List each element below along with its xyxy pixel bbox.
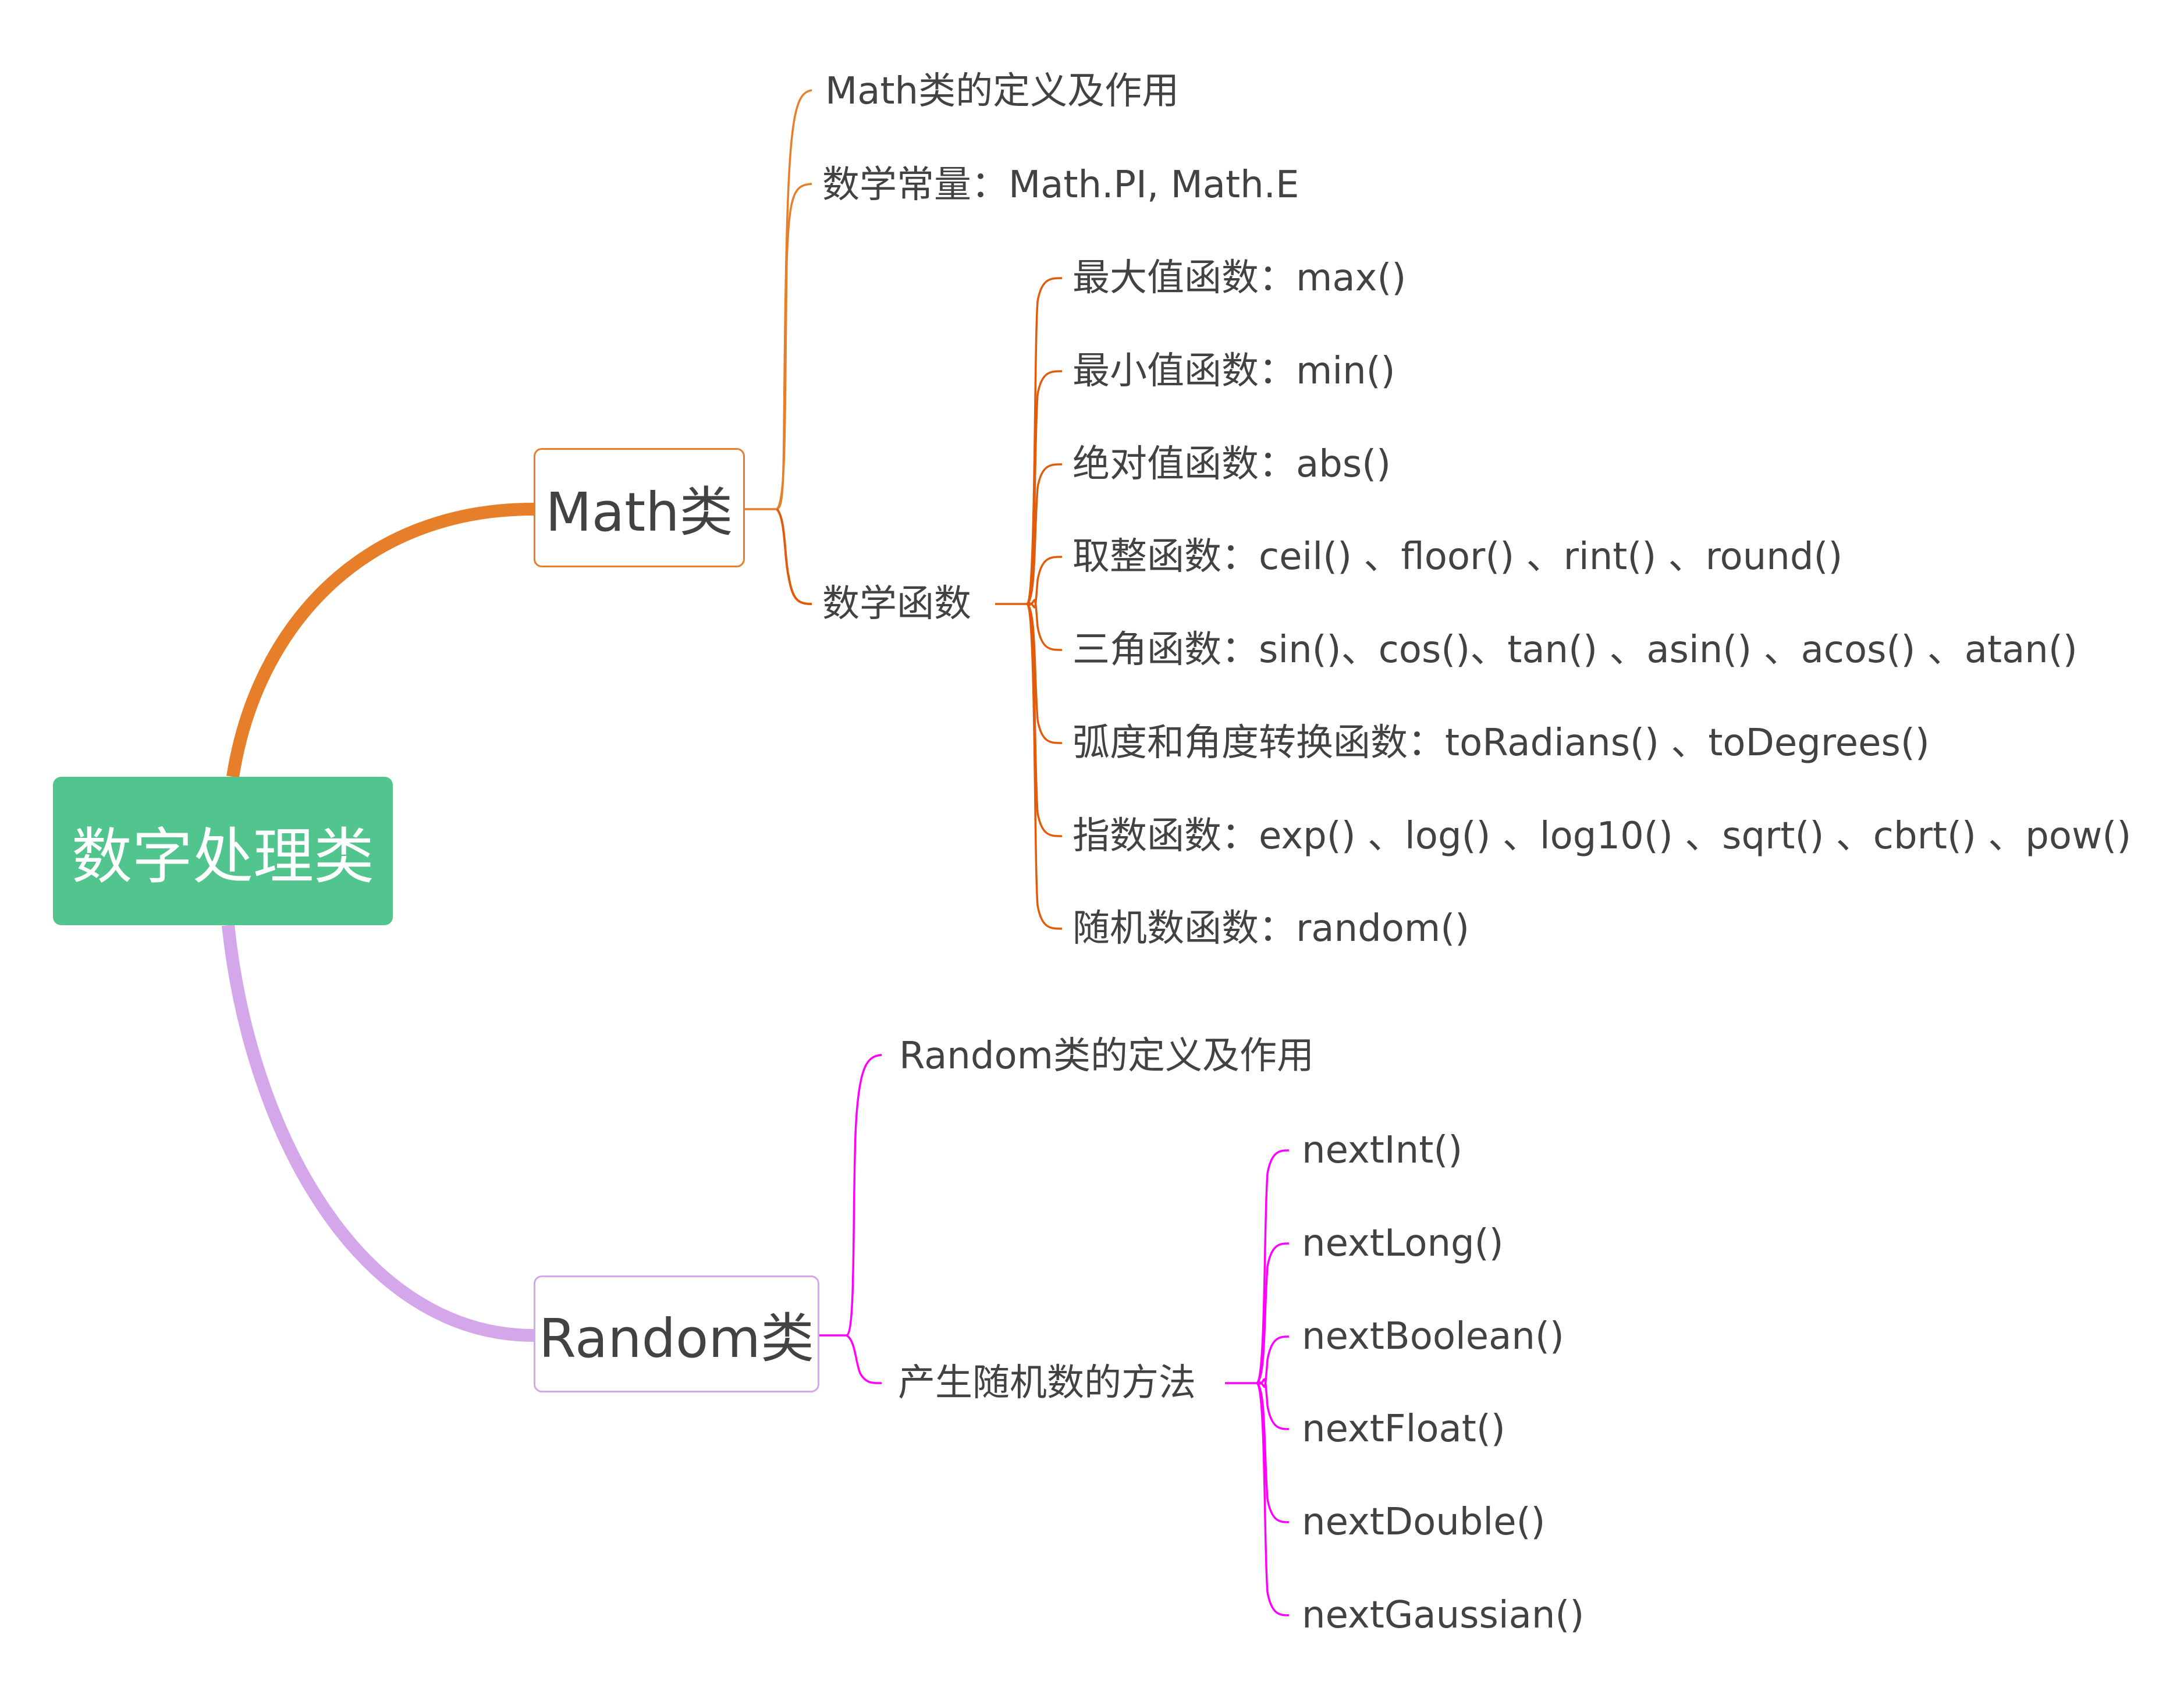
leaf-next-boolean[interactable]: nextBoolean() (1302, 1313, 1564, 1360)
leaf-label: 最大值函数：max() (1073, 257, 1407, 300)
random-methods-leaf-lines (1225, 1149, 1290, 1616)
main-topic-label: Random类 (539, 1307, 814, 1370)
leaf-label: 取整函数：ceil() 、floor() 、rint() 、round() (1073, 535, 1843, 578)
leaf-next-gaussian[interactable]: nextGaussian() (1302, 1592, 1584, 1639)
leaf-next-long[interactable]: nextLong() (1302, 1220, 1504, 1267)
subtopic-label: 产生随机数的方法 (898, 1362, 1196, 1405)
leaf-label: nextInt() (1302, 1129, 1463, 1172)
math-functions-connector (776, 508, 812, 605)
random-fn-line (1256, 1382, 1290, 1523)
subtopic-label: 数学常量：Math.PI, Math.E (822, 164, 1299, 207)
subtopic-label: Random类的定义及作用 (899, 1035, 1314, 1078)
leaf-max-function[interactable]: 最大值函数：max() (1073, 255, 1406, 301)
subtopic-label: Math类的定义及作用 (825, 70, 1180, 113)
main-topic-math-class[interactable]: Math类 (534, 448, 745, 567)
random-fn-line (1256, 1378, 1290, 1430)
math-fn-line (1026, 463, 1063, 605)
leaf-trig-functions[interactable]: 三角函数：sin()、cos()、tan() 、asin() 、acos() 、… (1073, 627, 2078, 673)
leaf-label: nextBoolean() (1302, 1315, 1564, 1358)
leaf-label: 最小值函数：min() (1073, 350, 1395, 393)
connector-root-math (226, 503, 534, 778)
leaf-random-function[interactable]: 随机数函数：random() (1073, 905, 1469, 952)
random-fn-line (1256, 1149, 1290, 1384)
leaf-label: nextGaussian() (1302, 1594, 1585, 1637)
leaf-label: 指数函数：exp() 、log() 、log10() 、sqrt() 、cbrt… (1073, 815, 2132, 858)
leaf-angle-conversion-functions[interactable]: 弧度和角度转换函数：toRadians() 、toDegrees() (1073, 720, 1930, 766)
root-topic[interactable]: 数字处理类 (53, 777, 393, 925)
math-functions-leaf-lines (995, 277, 1063, 930)
leaf-next-int[interactable]: nextInt() (1302, 1127, 1462, 1174)
leaf-label: nextFloat() (1302, 1408, 1505, 1451)
subtopic-random-definition[interactable]: Random类的定义及作用 (899, 1033, 1314, 1079)
leaf-label: nextDouble() (1302, 1501, 1546, 1544)
main-topic-random-class[interactable]: Random类 (534, 1275, 819, 1392)
math-fn-line (1027, 599, 1063, 651)
math-subtree-lines (745, 89, 812, 510)
leaf-min-function[interactable]: 最小值函数：min() (1073, 348, 1395, 395)
leaf-label: 绝对值函数：abs() (1073, 443, 1391, 486)
leaf-label: 随机数函数：random() (1073, 907, 1470, 950)
leaf-next-float[interactable]: nextFloat() (1302, 1406, 1505, 1452)
math-fn-line (1026, 603, 1063, 930)
leaf-next-double[interactable]: nextDouble() (1302, 1499, 1546, 1545)
leaf-exponent-functions[interactable]: 指数函数：exp() 、log() 、log10() 、sqrt() 、cbrt… (1073, 813, 2131, 859)
connector-root-random (222, 924, 534, 1342)
leaf-label: nextLong() (1302, 1222, 1504, 1265)
leaf-label: 三角函数：sin()、cos()、tan() 、asin() 、acos() 、… (1073, 628, 2078, 671)
leaf-abs-function[interactable]: 绝对值函数：abs() (1073, 441, 1391, 488)
main-topic-label: Math类 (545, 481, 733, 543)
math-fn-line (1026, 603, 1063, 744)
subtopic-random-methods[interactable]: 产生随机数的方法 (898, 1360, 1196, 1406)
subtopic-label: 数学函数 (822, 582, 971, 626)
subtopic-math-functions[interactable]: 数学函数 (822, 581, 971, 627)
math-fn-line (1026, 370, 1063, 605)
root-topic-label: 数字处理类 (71, 821, 374, 892)
random-subtree-lines (819, 1054, 882, 1384)
random-fn-line (1256, 1242, 1290, 1384)
subtopic-math-definition[interactable]: Math类的定义及作用 (825, 68, 1179, 115)
leaf-rounding-functions[interactable]: 取整函数：ceil() 、floor() 、rint() 、round() (1073, 534, 1842, 580)
subtopic-math-constants[interactable]: 数学常量：Math.PI, Math.E (822, 162, 1299, 208)
leaf-label: 弧度和角度转换函数：toRadians() 、toDegrees() (1073, 722, 1930, 765)
random-fn-line (1256, 1382, 1290, 1616)
